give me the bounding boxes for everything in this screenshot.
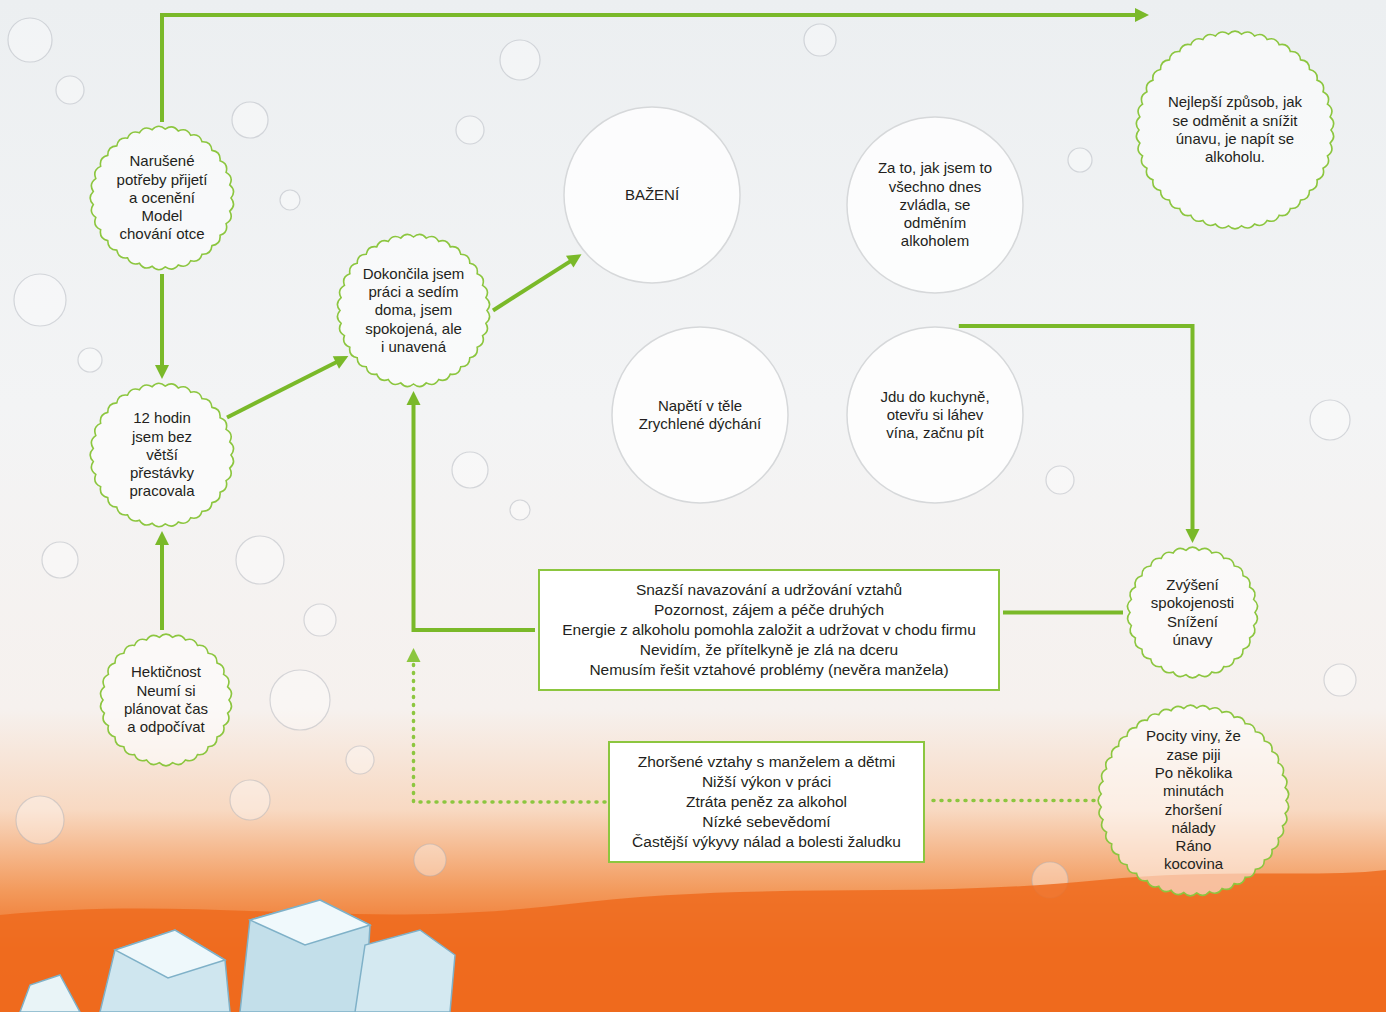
- node-text: Nemusím řešit vztahové problémy (nevěra …: [562, 660, 976, 680]
- node-text: BAŽENÍ: [586, 186, 719, 204]
- text-block: BAŽENÍ: [586, 186, 719, 204]
- arrow-head: [407, 648, 421, 662]
- arrow-head: [1135, 8, 1149, 22]
- node-text: Zhoršené vztahy s manželem a dětmi: [632, 752, 901, 772]
- node-text: Za to, jak jsem to všechno dnes zvládla,…: [869, 159, 1002, 250]
- node-text: Pozornost, zájem a péče druhých: [562, 600, 976, 620]
- thought-circle: HektičnostNeumí si plánovat čas a odpočí…: [99, 633, 233, 767]
- node-text: Model chování otce: [116, 207, 208, 244]
- plain-circle: Jdu do kuchyně, otevřu si láhev vína, za…: [845, 325, 1025, 505]
- dotted-connector: [928, 800, 1094, 801]
- circle-border: [847, 327, 1023, 503]
- flow-arrow: [155, 274, 169, 379]
- arrow-head: [1186, 529, 1200, 543]
- text-block: HektičnostNeumí si plánovat čas a odpočí…: [120, 663, 212, 736]
- node-text: Nevidím, že přítelkyně je zlá na dceru: [562, 640, 976, 660]
- node-text: 12 hodin jsem bez větší přestávky pracov…: [116, 409, 208, 500]
- scalloped-border: [90, 126, 233, 270]
- plain-circle: Napětí v těleZrychlené dýchání: [610, 325, 790, 505]
- arrow-head: [407, 391, 421, 405]
- scalloped-border: [337, 234, 489, 386]
- node-text: Ztráta peněz za alkohol: [632, 792, 901, 812]
- bubbles: [8, 18, 1356, 898]
- node-text: Energie z alkoholu pomohla založit a udr…: [562, 620, 976, 640]
- text-block: Zvýšení spokojenostiSnížení únavy: [1148, 576, 1238, 649]
- node-text: Napětí v těle: [634, 397, 767, 415]
- circle-border: [612, 327, 788, 503]
- flow-arrow: [227, 356, 348, 417]
- node-text: Narušené potřeby přijetí a ocenění: [116, 152, 208, 207]
- node-text: Nejlepší způsob, jak se odměnit a snížit…: [1161, 93, 1309, 166]
- circle-border: [564, 107, 740, 283]
- flow-arrow: [493, 254, 582, 310]
- flow-arrow: [162, 8, 1149, 122]
- connector-line: [493, 261, 571, 311]
- node-text: Hektičnost: [120, 663, 212, 681]
- text-block: Dokončila jsem práci a sedím doma, jsem …: [362, 265, 466, 356]
- plain-circle: Za to, jak jsem to všechno dnes zvládla,…: [845, 115, 1025, 295]
- thought-circle: Pocity viny, že zase pijiPo několika min…: [1097, 704, 1290, 897]
- text-block: Zhoršené vztahy s manželem a dětmiNižší …: [610, 743, 923, 860]
- thought-circle: Narušené potřeby přijetí a oceněníModel …: [89, 125, 235, 271]
- node-text: Po několika minutách zhoršení nálady: [1144, 764, 1243, 837]
- arrow-head: [155, 365, 169, 379]
- node-text: Zrychlené dýchání: [634, 415, 767, 433]
- consequence-box: Snazší navazování a udržování vztahůPozo…: [538, 569, 1000, 691]
- node-text: Dokončila jsem práci a sedím doma, jsem …: [362, 265, 466, 356]
- node-text: Ráno kocovina: [1144, 837, 1243, 874]
- scalloped-border: [1127, 547, 1257, 678]
- node-text: Neumí si plánovat čas a odpočívat: [120, 682, 212, 737]
- scalloped-border: [100, 634, 231, 766]
- flow-arrow: [155, 531, 169, 630]
- connector-line: [1003, 611, 1123, 615]
- text-block: Nejlepší způsob, jak se odměnit a snížit…: [1161, 93, 1309, 166]
- node-text: Jdu do kuchyně, otevřu si láhev vína, za…: [869, 388, 1002, 443]
- connector-line: [414, 403, 536, 630]
- connector-line: [928, 799, 1094, 803]
- text-block: Snazší navazování a udržování vztahůPozo…: [540, 571, 998, 688]
- node-text: Snížení únavy: [1148, 613, 1238, 650]
- text-block: Napětí v těleZrychlené dýchání: [634, 397, 767, 434]
- text-block: 12 hodin jsem bez větší přestávky pracov…: [116, 409, 208, 500]
- node-text: Pocity viny, že zase piji: [1144, 727, 1243, 764]
- arrow-head: [155, 531, 169, 545]
- plain-circle: BAŽENÍ: [562, 105, 742, 285]
- thought-circle: Dokončila jsem práci a sedím doma, jsem …: [336, 233, 491, 388]
- arrow-head: [333, 356, 349, 369]
- arrow-head: [566, 254, 582, 267]
- text-block: Jdu do kuchyně, otevřu si láhev vína, za…: [869, 388, 1002, 443]
- thought-circle: Zvýšení spokojenostiSnížení únavy: [1126, 546, 1259, 679]
- node-text: Zvýšení spokojenosti: [1148, 576, 1238, 613]
- ice-cubes: [20, 900, 455, 1012]
- text-block: Za to, jak jsem to všechno dnes zvládla,…: [869, 159, 1002, 250]
- connector-line: [160, 543, 164, 630]
- node-text: Nižší výkon v práci: [632, 772, 901, 792]
- scalloped-border: [1136, 31, 1333, 229]
- text-block: Narušené potřeby přijetí a oceněníModel …: [116, 152, 208, 243]
- thought-circle: 12 hodin jsem bez větší přestávky pracov…: [89, 382, 235, 528]
- scalloped-border: [1098, 705, 1289, 896]
- node-text: Častější výkyvy nálad a bolesti žaludku: [632, 832, 901, 852]
- flow-arrow: [407, 391, 536, 630]
- circle-border: [847, 117, 1023, 293]
- thought-circle: Nejlepší způsob, jak se odměnit a snížit…: [1135, 30, 1335, 230]
- text-block: Pocity viny, že zase pijiPo několika min…: [1144, 727, 1243, 873]
- node-text: Nízké sebevědomí: [632, 812, 901, 832]
- scalloped-border: [90, 383, 233, 527]
- flow-arrow: [1003, 612, 1123, 613]
- consequence-box: Zhoršené vztahy s manželem a dětmiNižší …: [608, 741, 925, 863]
- connector-line: [162, 15, 1137, 122]
- connector-line: [160, 274, 164, 367]
- node-text: Snazší navazování a udržování vztahů: [562, 580, 976, 600]
- connector-line: [227, 362, 338, 418]
